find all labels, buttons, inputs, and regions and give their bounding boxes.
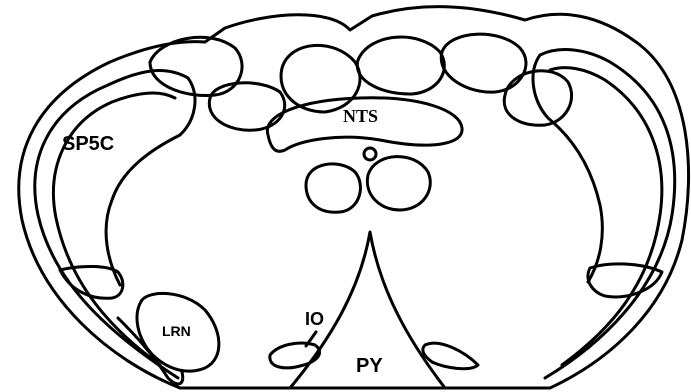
dorsal-nucleus-left-lateral	[150, 37, 242, 95]
label-sp5c: SP5C	[62, 133, 114, 155]
periventricular-nucleus-right	[367, 157, 430, 210]
periventricular-nucleus-left	[306, 164, 360, 212]
label-py: PY	[356, 355, 383, 377]
right-lower-ring	[588, 264, 662, 297]
central-canal	[364, 148, 376, 160]
label-io: IO	[305, 309, 324, 329]
label-lrn: LRN	[162, 323, 191, 339]
inferior-olive-right	[423, 343, 478, 369]
dorsal-nucleus-center-right	[357, 37, 444, 94]
dorsal-nucleus-left-medial	[209, 83, 284, 130]
inferior-olive-left	[270, 343, 320, 368]
dorsal-nucleus-right-lateral	[504, 71, 571, 125]
label-nts: NTS	[343, 106, 378, 126]
dorsal-nucleus-right-medial	[441, 34, 526, 92]
